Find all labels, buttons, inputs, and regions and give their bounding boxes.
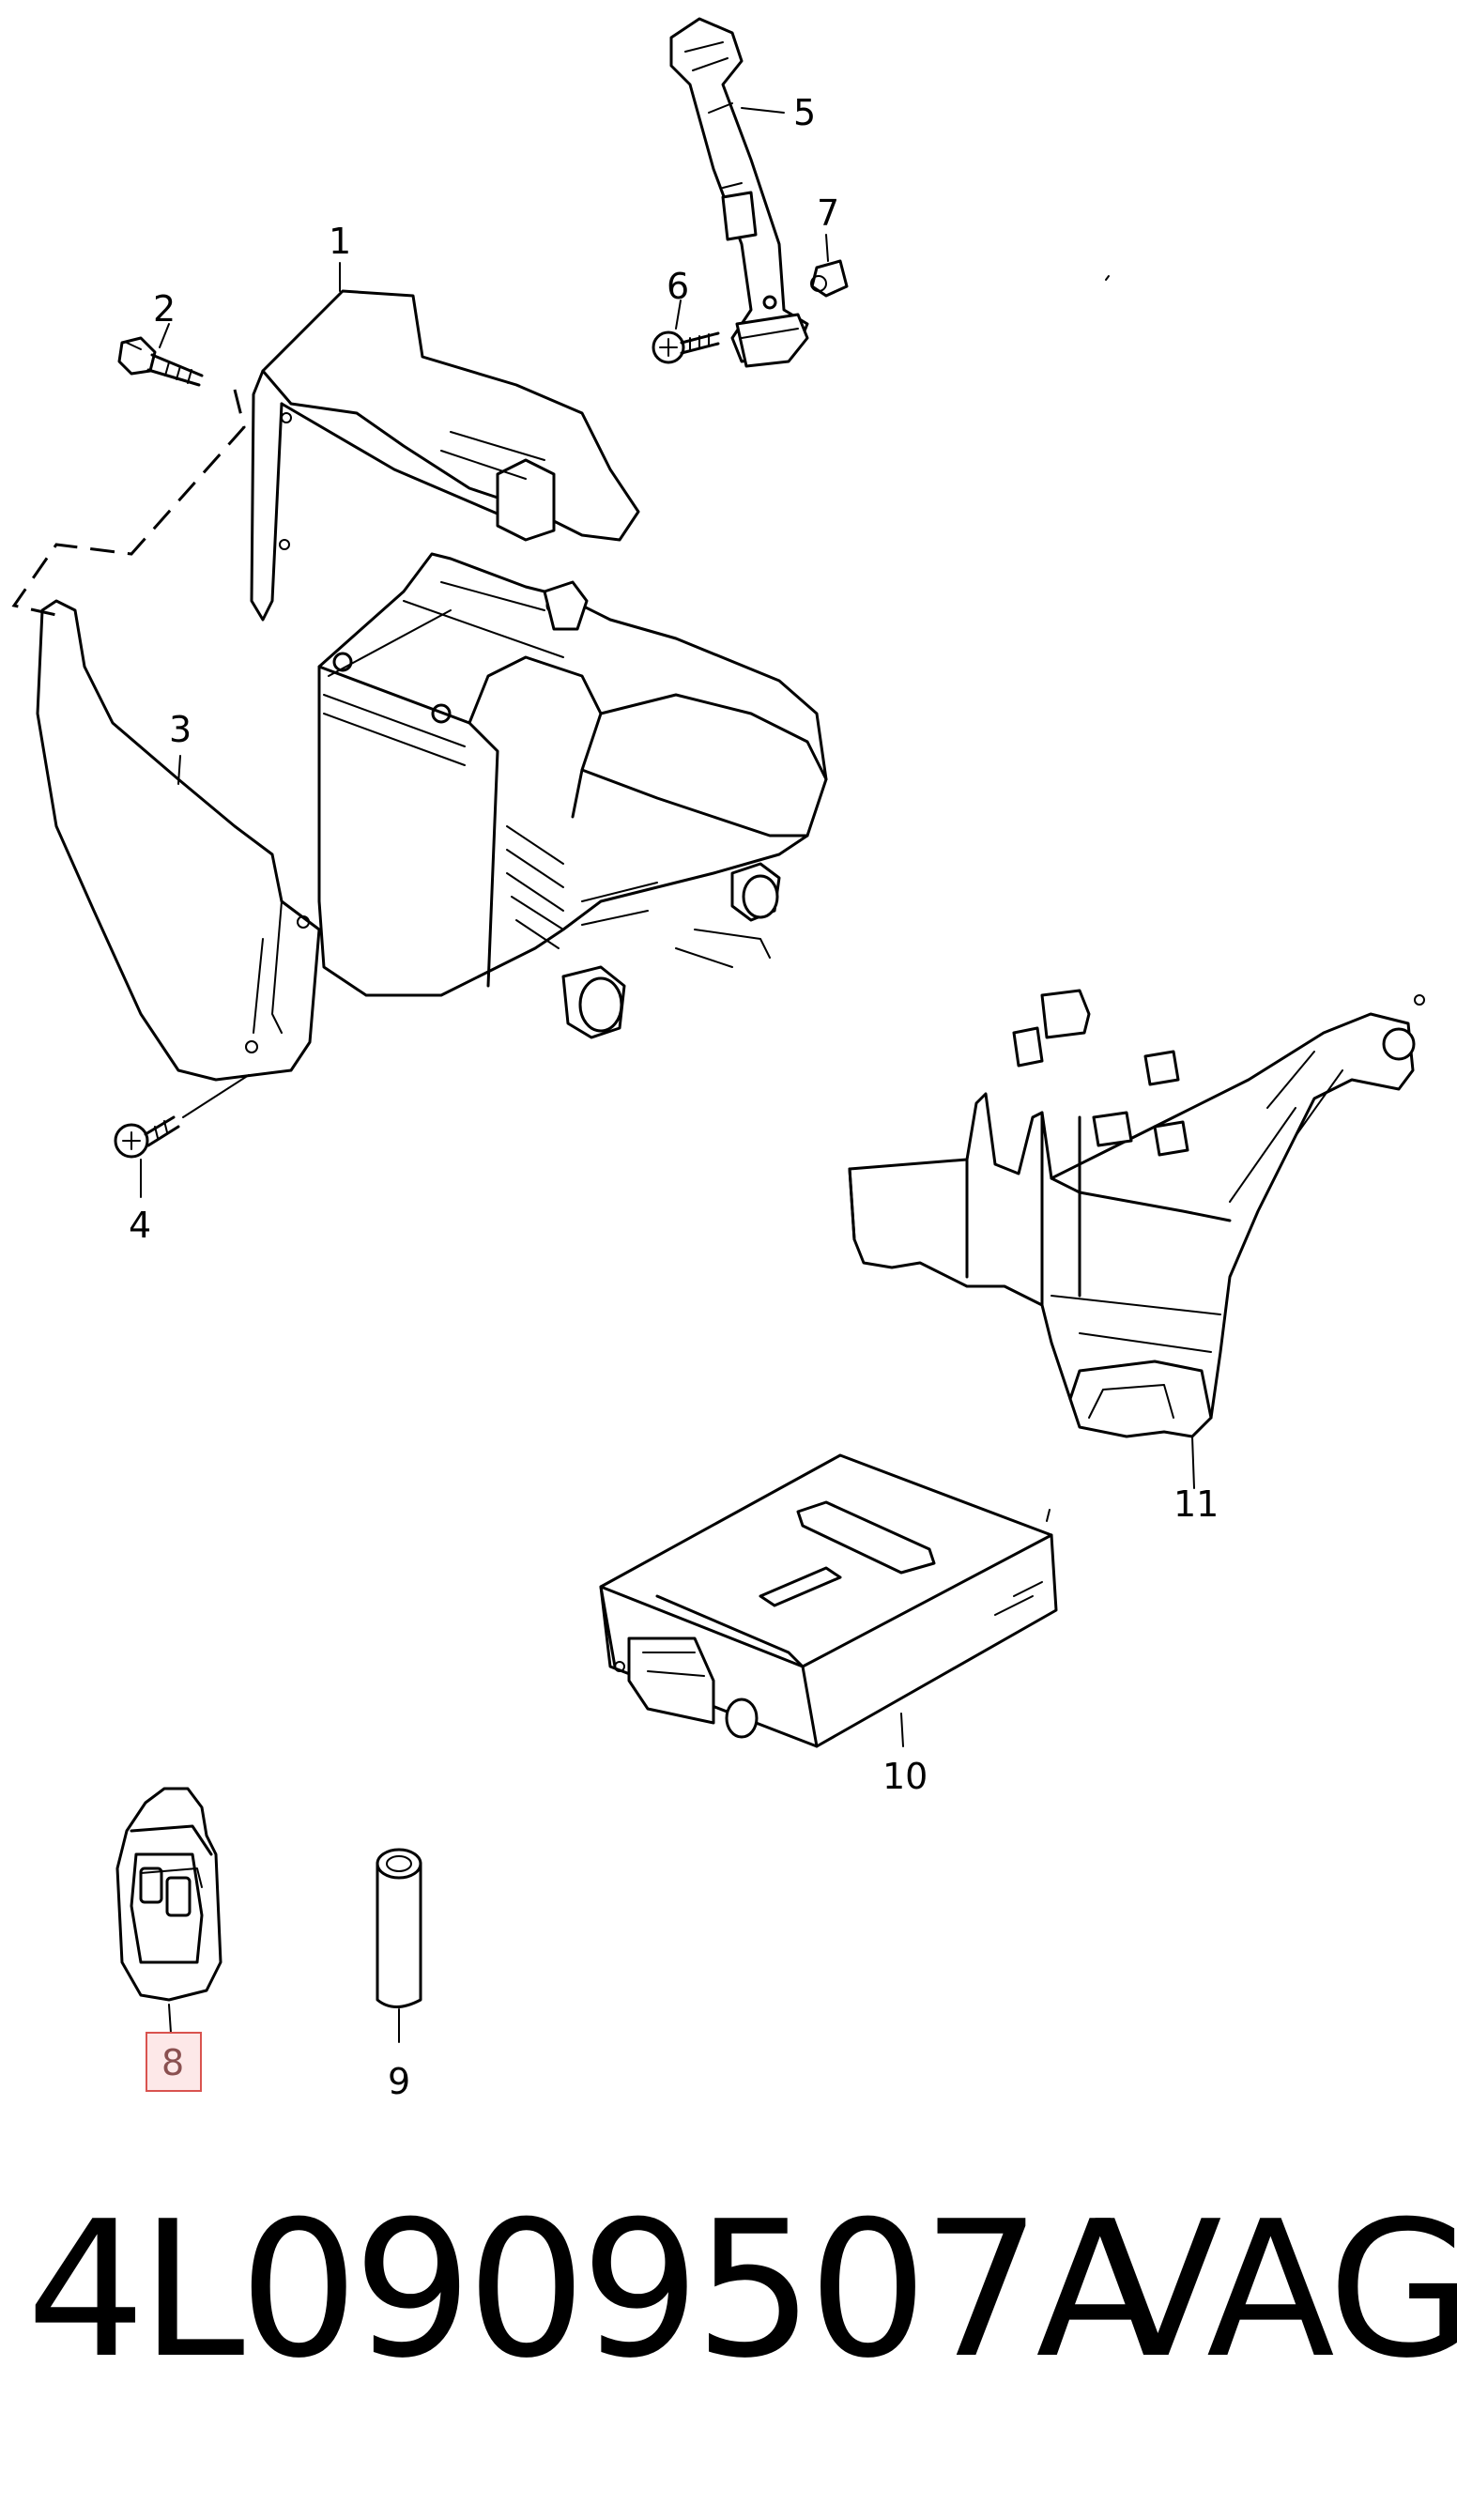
callout-7: 7 [817,192,839,234]
part-6-screw [652,330,720,364]
callout-10: 10 [882,1756,928,1797]
callout-11: 11 [1173,1483,1219,1525]
assembly-dash-line [11,389,246,617]
callout-3: 3 [169,709,192,750]
callout-2: 2 [153,288,176,330]
callout-labels: 1 2 3 4 5 6 7 8 9 10 11 [129,92,1219,2102]
leader-lines [140,107,829,1198]
part-10-control-unit [599,1453,1058,1748]
part-4-screw [114,1074,250,1159]
leader-ticks [1046,275,1110,1522]
callout-6: 6 [667,266,689,307]
footer: 4L0909507A VAG [0,2178,1457,2404]
callout-1: 1 [329,221,351,262]
part-1-bracket [250,289,640,622]
callout-9: 9 [388,2061,410,2102]
part-9-battery [376,1848,422,2043]
heater-unit [317,552,828,1039]
part-3-shield [36,599,321,1082]
part-7-clip [810,259,849,298]
callout-8: 8 [161,2042,184,2083]
part-5-hose [669,17,809,368]
brand-name: VAG [1094,2181,1457,2400]
part-number: 4L0909507A [26,2181,1164,2400]
callout-4: 4 [129,1205,151,1246]
part-2-bolt [117,336,204,387]
part-8-remote-key [115,1787,222,2034]
callout-5: 5 [793,92,816,133]
part-11-bracket [848,989,1425,1489]
callout-8-highlight [146,2032,202,2092]
